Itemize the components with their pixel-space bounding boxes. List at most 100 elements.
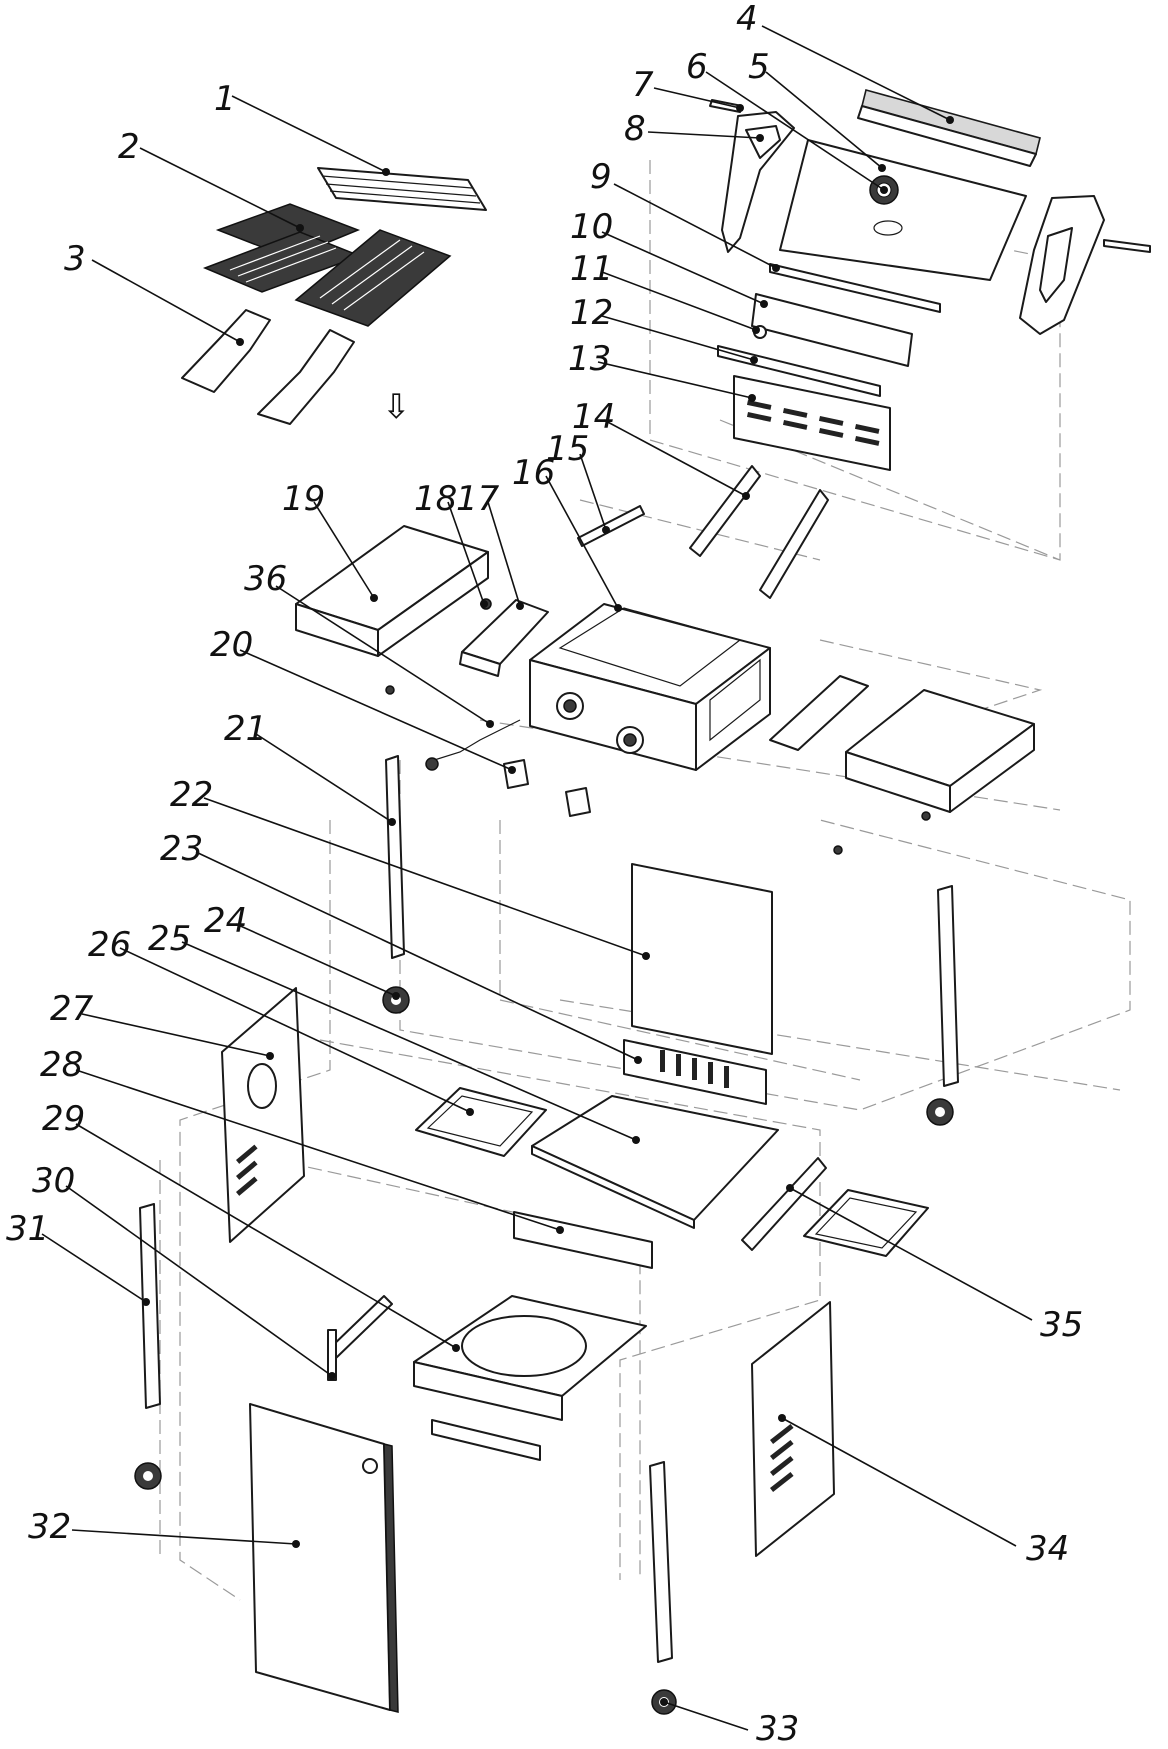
- leader-line-9: [613, 183, 777, 269]
- right-rear-leg: [926, 885, 959, 1126]
- callout-number-36: 36: [244, 559, 287, 599]
- leader-dot-21: [388, 818, 396, 826]
- leader-line-27: [81, 1013, 271, 1057]
- callout-labels: 1234567891011121314151617181920212223242…: [6, 0, 1083, 1749]
- callout-number-2: 2: [118, 127, 140, 167]
- leader-line-12: [601, 315, 755, 361]
- callout-number-35: 35: [1040, 1305, 1083, 1345]
- leader-line-18: [447, 501, 485, 605]
- leader-dot-16: [614, 604, 622, 612]
- leader-dot-25: [632, 1136, 640, 1144]
- leader-dot-3: [236, 338, 244, 346]
- flame-tamers: [181, 309, 355, 425]
- left-front-leg: [385, 755, 405, 959]
- callout-number-8: 8: [624, 109, 646, 149]
- heat-shield: [717, 293, 913, 397]
- leader-dot-14: [742, 492, 750, 500]
- callout-number-13: 13: [568, 339, 611, 379]
- leader-dot-17: [516, 602, 524, 610]
- leader-dot-10: [760, 300, 768, 308]
- leader-dot-24: [392, 992, 400, 1000]
- tank-bracket: [327, 1295, 393, 1381]
- leader-line-16: [545, 475, 619, 609]
- tank-support-tray: [413, 1295, 647, 1461]
- rear-panel: [631, 863, 773, 1055]
- warming-rack: [317, 167, 487, 211]
- leader-line-14: [603, 419, 747, 497]
- leader-dot-11: [752, 326, 760, 334]
- callout-number-6: 6: [686, 47, 708, 87]
- leader-dot-28: [556, 1226, 564, 1234]
- leader-line-2: [139, 147, 301, 229]
- leader-line-36: [275, 585, 491, 725]
- leader-dot-7: [736, 104, 744, 112]
- callout-number-7: 7: [632, 65, 654, 105]
- rear-clip: [577, 505, 645, 547]
- leader-line-7: [653, 87, 741, 109]
- leader-line-22: [203, 797, 647, 957]
- leader-line-10: [601, 231, 765, 305]
- leader-line-3: [91, 259, 241, 343]
- leader-line-20: [239, 649, 513, 771]
- callout-number-26: 26: [88, 925, 131, 965]
- callout-number-29: 29: [42, 1099, 85, 1139]
- leader-dot-32: [292, 1540, 300, 1548]
- leader-dot-4: [946, 116, 954, 124]
- front-rail: [513, 1211, 653, 1269]
- callout-number-27: 27: [50, 989, 94, 1029]
- left-rear-leg: [134, 1203, 162, 1490]
- right-side-shelf: [769, 675, 1035, 855]
- leader-dot-20: [508, 766, 516, 774]
- leader-dot-36: [486, 720, 494, 728]
- leader-line-19: [313, 501, 375, 599]
- leader-line-28: [75, 1069, 561, 1231]
- leader-line-32: [71, 1529, 297, 1545]
- callout-number-4: 4: [736, 0, 758, 39]
- callout-number-21: 21: [224, 709, 267, 749]
- firebox: [529, 603, 771, 771]
- leader-dot-27: [266, 1052, 274, 1060]
- igniter-and-knobs: [425, 719, 591, 817]
- leader-line-31: [41, 1233, 147, 1303]
- leader-line-13: [597, 361, 753, 399]
- callout-number-18: 18: [414, 479, 457, 519]
- right-front-leg: [649, 1461, 677, 1715]
- leader-lines: [41, 25, 1033, 1731]
- callout-number-12: 12: [570, 293, 613, 333]
- leader-line-11: [601, 271, 757, 331]
- leader-line-24: [235, 923, 397, 997]
- left-side-panel: [221, 987, 305, 1243]
- leader-dot-12: [750, 356, 758, 364]
- side-shelf-bracket: [459, 599, 549, 677]
- cabinet-door: [249, 1403, 399, 1713]
- left-side-shelf: [295, 525, 492, 695]
- leader-dot-35: [786, 1184, 794, 1192]
- leader-dot-15: [602, 526, 610, 534]
- callout-number-11: 11: [570, 249, 613, 289]
- callout-number-30: 30: [32, 1161, 75, 1201]
- bottom-shelf: [531, 1095, 779, 1229]
- leader-line-33: [663, 1701, 749, 1731]
- leader-dot-23: [634, 1056, 642, 1064]
- leader-line-30: [65, 1185, 333, 1377]
- callout-number-34: 34: [1026, 1529, 1069, 1569]
- leader-dot-1: [382, 168, 390, 176]
- leader-line-35: [789, 1187, 1033, 1321]
- grease-tray-right: [803, 1189, 929, 1257]
- callout-number-5: 5: [748, 47, 770, 87]
- leader-dot-33: [660, 1698, 668, 1706]
- leader-line-6: [705, 71, 885, 191]
- leader-line-5: [765, 71, 883, 169]
- leader-line-15: [579, 453, 607, 531]
- leader-line-34: [781, 1417, 1017, 1547]
- leader-dot-31: [142, 1298, 150, 1306]
- leader-dot-8: [756, 134, 764, 142]
- callout-number-31: 31: [6, 1209, 49, 1249]
- leader-dot-30: [328, 1372, 336, 1380]
- vent-strip: [623, 1039, 767, 1105]
- callout-number-25: 25: [148, 919, 191, 959]
- callout-number-19: 19: [282, 479, 325, 519]
- leader-dot-6: [880, 186, 888, 194]
- leader-dot-19: [370, 594, 378, 602]
